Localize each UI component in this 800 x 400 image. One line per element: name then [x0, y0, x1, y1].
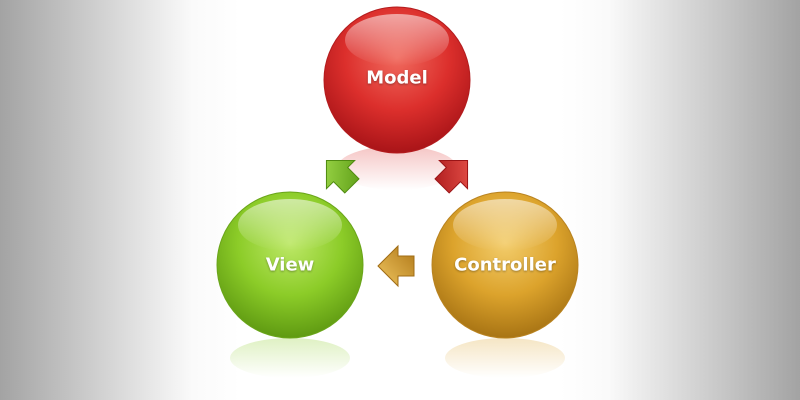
- arrow-view-to-model-icon: [325, 159, 360, 194]
- view-node: [216, 191, 364, 339]
- controller-reflection: [445, 338, 565, 378]
- view-label: View: [265, 254, 315, 276]
- model-reflection: [337, 146, 457, 190]
- view-gloss: [238, 199, 342, 251]
- controller-label: Controller: [454, 254, 556, 276]
- model-gloss: [345, 14, 449, 66]
- model-node: [323, 6, 471, 154]
- arrow-controller-to-view-icon: [377, 244, 415, 288]
- controller-gloss: [453, 199, 557, 251]
- model-label: Model: [366, 67, 428, 89]
- controller-node: [431, 191, 579, 339]
- view-reflection: [230, 338, 350, 378]
- arrow-controller-to-model-icon: [434, 159, 469, 194]
